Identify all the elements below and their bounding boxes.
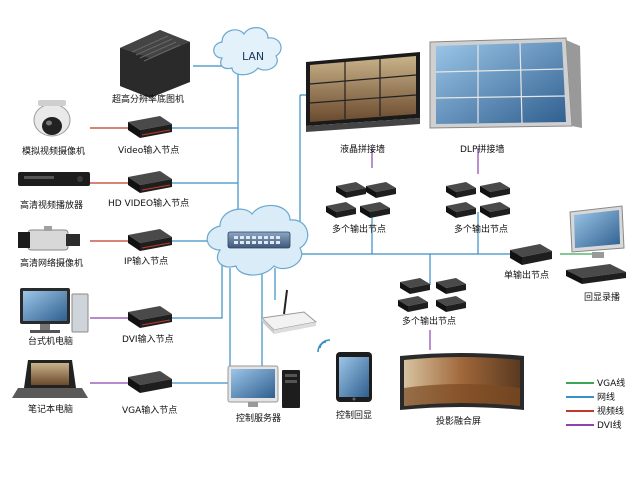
hd-player-label: 高清视频播放器 [20,201,84,211]
dvi-input-node-label: DVI输入节点 [122,335,174,345]
video-line-swatch [566,410,594,412]
dvi-input-node-box [128,306,172,328]
hd-network-camera-icon [18,226,80,251]
line-legend: VGA线 网线 视频线 DVI线 [566,376,636,432]
vga-node-link [172,268,231,384]
playback-recorder-box [566,264,626,284]
dvi-lines [90,148,479,384]
single-output-node-label: 单输出节点 [504,271,550,281]
hd-input-node-label: HD VIDEO输入节点 [108,199,190,209]
dlp-splice-wall-icon [429,37,582,129]
analog-camera-label: 模拟视频摄像机 [22,147,86,157]
dlp-output-node-group [446,182,510,218]
output-node-box [436,296,466,312]
laptop-label: 笔记本电脑 [28,405,74,415]
network-switch-icon [227,231,291,249]
dlp-splice-wall-label: DLP拼接墙 [460,145,505,155]
legend-item-network: 网线 [566,390,636,404]
output-node-box [336,182,366,198]
legend-label: 视频线 [597,407,625,417]
legend-item-vga: VGA线 [566,376,636,390]
analog-camera-icon [33,100,71,137]
hd-network-camera-label: 高清网络摄像机 [20,259,84,269]
super-res-card-label: 超高分辨率底图机 [112,95,185,105]
video-lines [90,127,128,242]
output-node-box [480,182,510,198]
control-server-label: 控制服务器 [236,414,282,424]
vga-input-node-label: VGA输入节点 [122,406,178,416]
lcd-output-node-group [326,182,396,218]
dvi-line-swatch [566,424,594,426]
dlp-output-node-label: 多个输出节点 [454,225,509,235]
output-node-box [480,202,510,218]
playback-recorder-label: 回显录播 [584,293,621,303]
lan-cloud-icon [213,27,282,76]
legend-label: VGA线 [597,379,626,389]
output-node-box [366,182,396,198]
projection-screen-icon [400,353,524,410]
laptop-icon [12,360,88,398]
dvi-node-link [172,262,223,319]
playback-monitor-icon [569,205,625,258]
desktop-pc-label: 台式机电脑 [28,337,74,347]
output-node-box [326,202,356,218]
proj-output-node-label: 多个输出节点 [402,317,457,327]
control-tablet-icon [336,352,372,402]
ip-input-node-box [128,229,172,251]
network-line-swatch [566,396,594,398]
output-node-box [398,296,428,312]
output-node-box [400,278,430,294]
desktop-pc-icon [20,288,89,333]
control-tablet-label: 控制回显 [336,411,373,421]
super-res-chassis-icon [120,30,190,98]
legend-label: DVI线 [597,421,622,431]
lcd-output-node-label: 多个输出节点 [332,225,387,235]
video-input-node-box [128,116,172,138]
lcd-splice-wall-label: 液晶拼接墙 [340,145,386,155]
wifi-signal-icon [317,339,331,353]
vga-line-swatch [566,382,594,384]
lcd-splice-wall-icon [306,52,420,132]
output-node-box [446,182,476,198]
video-input-node-label: Video输入节点 [118,146,180,156]
legend-item-video: 视频线 [566,404,636,418]
lan-label: LAN [242,50,264,63]
legend-item-dvi: DVI线 [566,418,636,432]
output-node-box [360,202,390,218]
ip-input-node-label: IP输入节点 [124,257,169,267]
single-output-node-box [510,244,552,265]
output-node-box [436,278,466,294]
legend-label: 网线 [597,393,616,403]
output-node-box [446,202,476,218]
hd-input-node-box [128,171,172,193]
wifi-router-icon [260,289,318,334]
control-server-monitor-icon [227,365,279,407]
control-server-tower-icon [282,370,300,408]
proj-output-node-group [398,278,466,312]
vga-input-node-box [128,371,172,393]
projection-screen-label: 投影融合屏 [436,417,482,427]
hd-player-icon [18,172,90,186]
network-lines [172,60,520,384]
